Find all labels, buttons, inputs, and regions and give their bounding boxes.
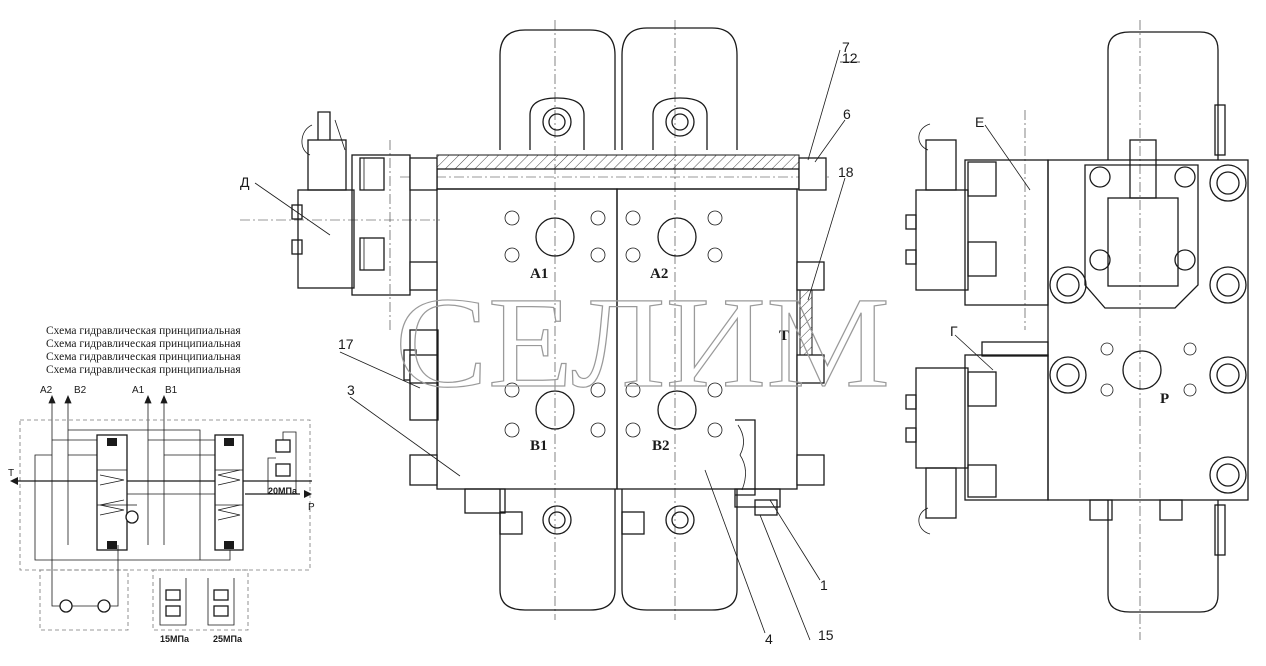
schematic-label-relief-1: 15МПа bbox=[160, 634, 190, 644]
watermark-logo: СЕЛИМ bbox=[395, 271, 890, 415]
front-view: A1 A2 B1 B2 T bbox=[400, 20, 830, 620]
port-label-t: T bbox=[779, 328, 789, 344]
port-label-b2: B2 bbox=[652, 438, 670, 454]
schematic-label-b1: B1 bbox=[165, 385, 178, 396]
schematic-title-line-2: Схема гидравлическая принципиальная bbox=[46, 338, 241, 350]
callout-15: 15 bbox=[818, 627, 834, 643]
callout-1: 1 bbox=[820, 577, 828, 593]
schematic-label-b2: B2 bbox=[74, 385, 87, 396]
callout-6: 6 bbox=[843, 106, 851, 122]
schematic-label-relief-main: 20МПа bbox=[268, 486, 298, 496]
callout-18: 18 bbox=[838, 164, 854, 180]
hydraulic-schematic: Схема гидравлическая принципиальная Схем… bbox=[8, 325, 315, 644]
callout-7: 7 bbox=[842, 39, 850, 55]
schematic-label-a2: A2 bbox=[40, 385, 53, 396]
schematic-title-line-4: Схема гидравлическая принципиальная bbox=[46, 364, 241, 376]
callout-leaders bbox=[254, 49, 1031, 641]
callout-3: 3 bbox=[347, 382, 355, 398]
callout-12: 12 bbox=[842, 50, 858, 66]
port-label-a2: A2 bbox=[650, 266, 668, 282]
schematic-title-line-3: Схема гидравлическая принципиальная bbox=[46, 351, 241, 363]
schematic-label-relief-2: 25МПа bbox=[213, 634, 243, 644]
callout-17: 17 bbox=[338, 336, 354, 352]
callout-d: Д bbox=[240, 174, 250, 190]
callouts: 7 12 6 18 17 3 1 4 15 Д Е Г bbox=[240, 39, 984, 647]
port-label-p: P bbox=[1160, 391, 1169, 407]
schematic-label-a1: A1 bbox=[132, 385, 145, 396]
schematic-label-p: P bbox=[308, 502, 315, 513]
port-label-b1: B1 bbox=[530, 438, 548, 454]
schematic-title-line-1: Схема гидравлическая принципиальная bbox=[46, 325, 241, 337]
schematic-label-t: T bbox=[8, 468, 14, 479]
side-view-right: P bbox=[905, 20, 1249, 640]
port-label-a1: A1 bbox=[530, 266, 548, 282]
callout-g: Г bbox=[950, 323, 958, 339]
callout-4: 4 bbox=[765, 631, 773, 647]
callout-e: Е bbox=[975, 114, 984, 130]
